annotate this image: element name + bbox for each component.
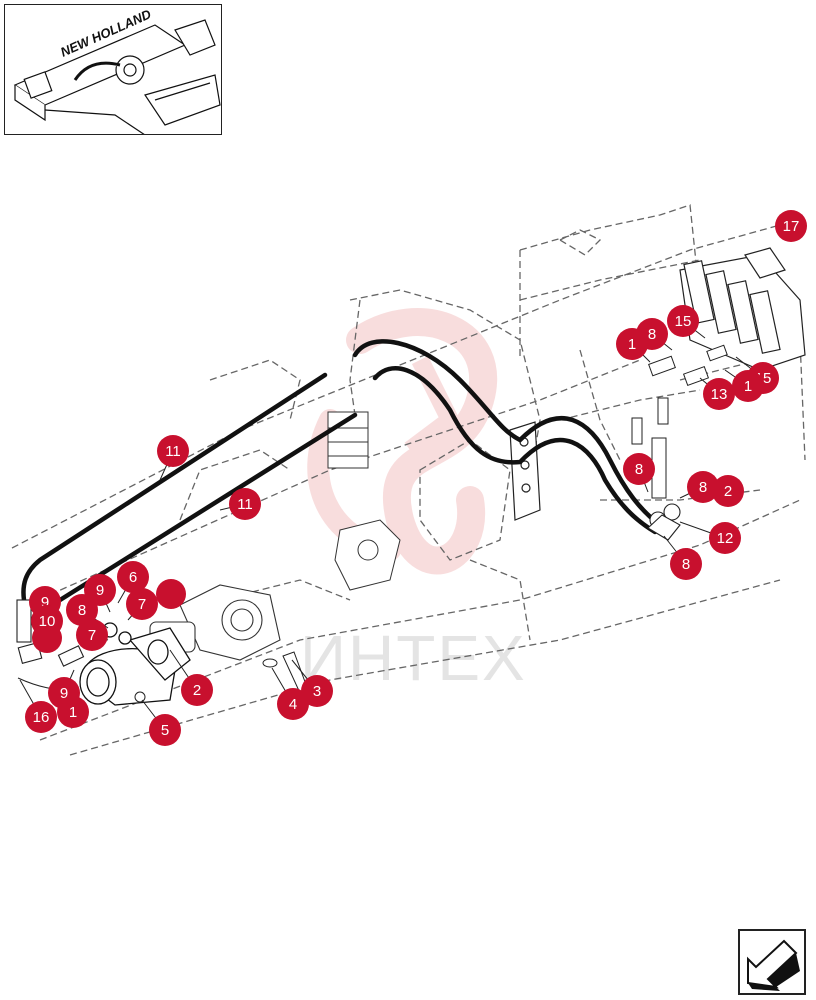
callout-number: 3	[313, 683, 321, 700]
callout-circle	[31, 605, 63, 637]
callout-16[interactable]: 16	[25, 701, 57, 733]
callout-circle	[76, 619, 108, 651]
callout-number: 8	[635, 461, 643, 478]
callout-circle	[181, 674, 213, 706]
previous-page-nav[interactable]	[738, 929, 806, 995]
callout-circle	[703, 378, 735, 410]
callout-circle	[277, 688, 309, 720]
callout-10[interactable]: 10	[31, 605, 63, 637]
callout-circle	[25, 701, 57, 733]
control-valve-bank	[679, 247, 806, 371]
callout-number: 11	[165, 443, 181, 460]
callout-number: 4	[289, 696, 297, 713]
location-inset: NEW HOLLAND	[4, 4, 222, 135]
callout-number: 9	[96, 582, 104, 599]
callout-8[interactable]: 8	[687, 471, 719, 503]
callout-number: 7	[88, 627, 96, 644]
inset-drawing: NEW HOLLAND	[5, 5, 221, 134]
callout-number: 9	[41, 594, 49, 611]
callout-number: 1	[69, 704, 77, 721]
callout-number: 1	[744, 378, 752, 395]
callout-11[interactable]: 11	[157, 435, 189, 467]
callout-circle	[66, 594, 98, 626]
callout-number: 5	[161, 722, 169, 739]
callout-8[interactable]: 8	[623, 453, 655, 485]
callout-1[interactable]: 1	[57, 696, 89, 728]
hose-lower-left	[21, 372, 328, 603]
callout-number: 2	[193, 682, 201, 699]
callout-number: 8	[682, 556, 690, 573]
callout-number: 12	[717, 530, 734, 547]
callout-number: 8	[78, 602, 86, 619]
callout-number: 6	[129, 569, 137, 586]
callout-number: 8	[699, 479, 707, 496]
callout-number: 2	[724, 483, 732, 500]
callout-circle	[157, 435, 189, 467]
callout-4[interactable]: 4	[277, 688, 309, 720]
callout-circle	[709, 522, 741, 554]
callout-6[interactable]: 6	[117, 561, 149, 593]
hydraulic-hoses	[21, 339, 663, 603]
callout-7[interactable]: 7	[76, 619, 108, 651]
hose-lower-route	[372, 366, 658, 535]
callout-circle	[667, 305, 699, 337]
hose-upper-left	[57, 412, 358, 603]
callout-17[interactable]: 17	[775, 210, 807, 242]
callout-circle	[670, 548, 702, 580]
callout-circle	[229, 488, 261, 520]
callout-circle	[616, 328, 648, 360]
callout-number: 10	[39, 613, 56, 630]
callout-11[interactable]: 11	[229, 488, 261, 520]
callout-8[interactable]: 8	[66, 594, 98, 626]
callout-overlap-disc	[156, 579, 186, 609]
callout-number: 16	[33, 709, 50, 726]
callout-circle	[623, 453, 655, 485]
callout-number: 8	[648, 326, 656, 343]
callout-5[interactable]: 5	[149, 714, 181, 746]
callout-8[interactable]: 8	[670, 548, 702, 580]
callout-3[interactable]: 3	[301, 675, 333, 707]
callout-circle	[732, 370, 764, 402]
arrow-down-left-icon	[747, 939, 800, 991]
callout-circle	[712, 475, 744, 507]
hose-upper-route	[352, 339, 663, 528]
callout-number: 13	[711, 386, 728, 403]
callout-circle	[775, 210, 807, 242]
hydraulic-motor	[79, 622, 191, 706]
callout-circle	[57, 696, 89, 728]
watermark-text: ИНТЕХ	[300, 622, 527, 694]
callout-circle	[687, 471, 719, 503]
callout-circle	[126, 588, 158, 620]
callout-13[interactable]: 13	[703, 378, 735, 410]
valve-fittings	[631, 344, 728, 499]
callout-number: 9	[60, 685, 68, 702]
callout-number: 11	[237, 496, 253, 513]
callout-number: 15	[675, 313, 692, 330]
callout-number: 1	[628, 336, 636, 353]
callout-circle	[301, 675, 333, 707]
callout-2[interactable]: 2	[712, 475, 744, 507]
center-bracket	[334, 519, 401, 591]
callout-12[interactable]: 12	[709, 522, 741, 554]
callout-number: 7	[138, 596, 146, 613]
callout-circle	[149, 714, 181, 746]
callout-1[interactable]: 1	[732, 370, 764, 402]
callout-15[interactable]: 15	[667, 305, 699, 337]
callout-circle	[117, 561, 149, 593]
callout-7[interactable]: 7	[126, 588, 158, 620]
callout-1[interactable]: 1	[616, 328, 648, 360]
callout-2[interactable]: 2	[181, 674, 213, 706]
callout-number: 17	[783, 218, 800, 235]
